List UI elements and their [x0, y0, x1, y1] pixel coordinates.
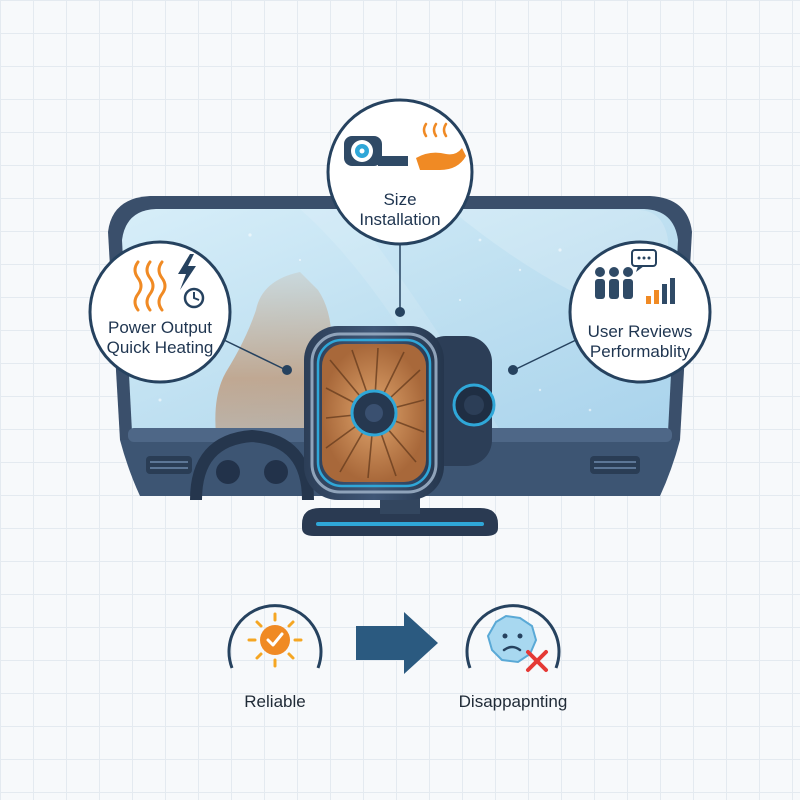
- size-installation-bubble: [326, 98, 474, 246]
- performability-text: Performablity: [589, 342, 691, 361]
- disappointing-label: Disappapnting: [458, 692, 568, 711]
- fan-icon: [344, 136, 408, 166]
- x-mark-icon: [526, 650, 548, 672]
- hand-heat-icon: [416, 122, 466, 170]
- user-reviews-label: User Reviews Performablity: [572, 322, 708, 362]
- people-icon: [595, 267, 633, 299]
- size-text: Size: [383, 190, 417, 209]
- power-output-text: Power Output: [108, 318, 212, 337]
- heat-waves-icon: [133, 260, 167, 312]
- warm-air-plume: [215, 272, 332, 450]
- sun-check-icon: [247, 612, 303, 668]
- lightning-icon: [178, 254, 196, 290]
- clock-icon: [183, 287, 205, 309]
- power-output-bubble: [88, 240, 232, 384]
- arrow-right-icon: [356, 612, 438, 674]
- portable-heater: [302, 326, 498, 536]
- reliable-badge: [227, 604, 323, 669]
- power-output-label: Power Output Quick Heating: [100, 318, 220, 358]
- connector-lines: [223, 243, 577, 371]
- installation-text: Installation: [359, 210, 441, 229]
- connector-dots: [282, 307, 518, 375]
- bar-chart-icon: [646, 278, 675, 304]
- user-reviews-text: User Reviews: [587, 322, 693, 341]
- user-reviews-bubble: [568, 240, 712, 384]
- quick-heating-text: Quick Heating: [106, 338, 214, 357]
- disappointing-badge: [465, 604, 561, 672]
- size-installation-label: Size Installation: [340, 190, 460, 230]
- chat-icon: [631, 249, 657, 272]
- frozen-face-icon: [486, 614, 538, 664]
- reliable-label: Reliable: [244, 692, 306, 711]
- steering-wheel: [190, 429, 314, 501]
